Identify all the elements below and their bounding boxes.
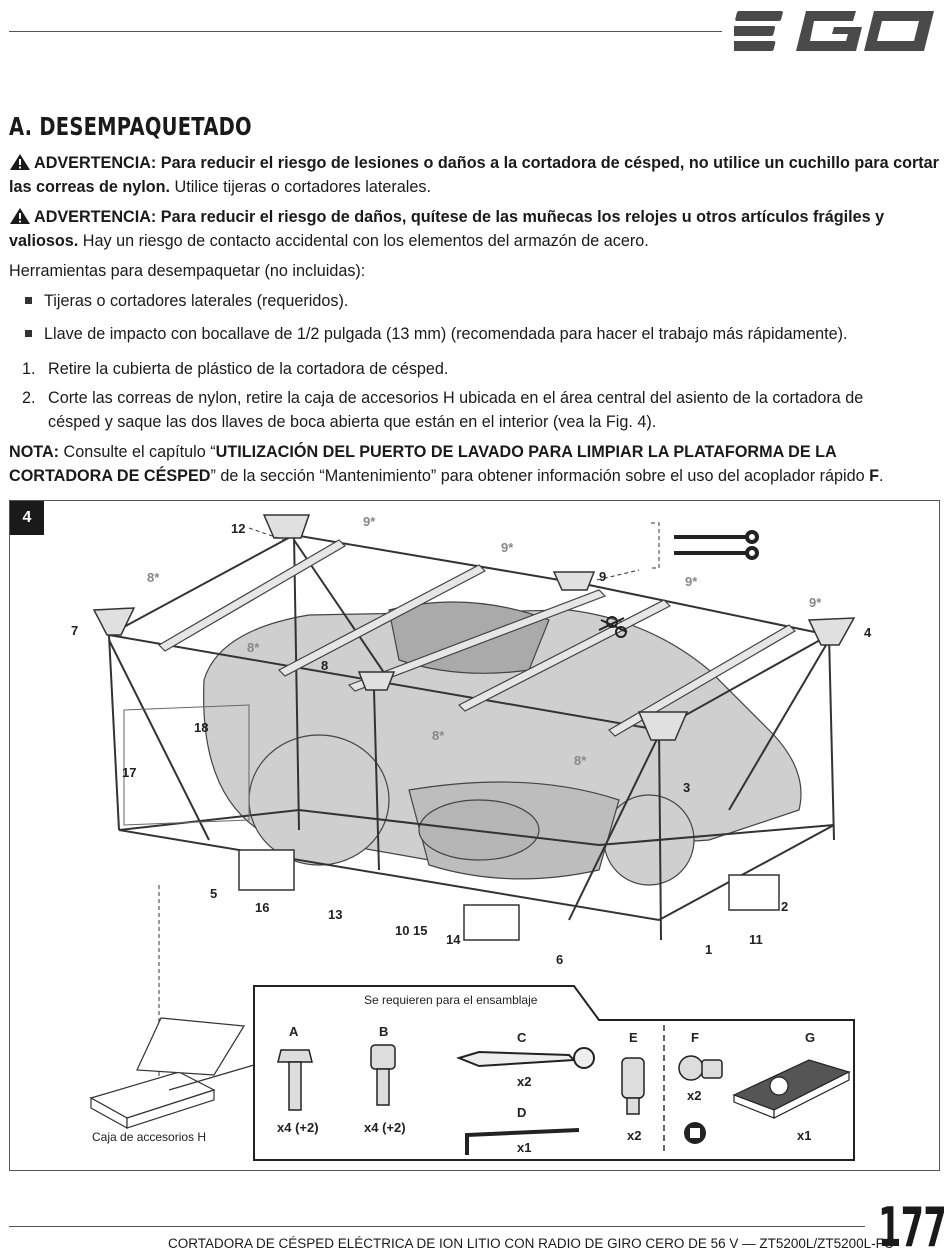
- warning-1-bold: Para reducir el riesgo de lesiones o dañ…: [9, 154, 939, 196]
- part-letter: C: [517, 1030, 527, 1045]
- figure-4-box: [9, 500, 940, 1171]
- part-letter: D: [517, 1105, 526, 1120]
- callout-label: 16: [255, 900, 269, 915]
- accessory-box-label: Caja de accesorios H: [92, 1130, 206, 1144]
- part-letter: E: [629, 1030, 638, 1045]
- part-letter: G: [805, 1030, 815, 1045]
- part-qty: x4 (+2): [277, 1120, 319, 1135]
- step-2: 2.Corte las correas de nylon, retire la …: [22, 389, 864, 431]
- book-icon: [684, 1122, 706, 1144]
- part-qty: x4 (+2): [364, 1120, 406, 1135]
- warning-2: ADVERTENCIA: Para reducir el riesgo de d…: [9, 205, 944, 253]
- warning-1: ADVERTENCIA: Para reducir el riesgo de l…: [9, 151, 944, 199]
- warning-2-text: Hay un riesgo de contacto accidental con…: [78, 232, 649, 250]
- callout-label: 6: [556, 952, 563, 967]
- warning-1-text: Utilice tijeras o cortadores laterales.: [170, 178, 431, 196]
- footer-text: CORTADORA DE CÉSPED ELÉCTRICA DE ION LIT…: [168, 1236, 894, 1251]
- callout-label: 17: [122, 765, 136, 780]
- callout-label: 15: [413, 923, 427, 938]
- callout-label: 12: [231, 521, 245, 536]
- parts-panel: Se requieren para el ensamblaje Caja de …: [89, 985, 855, 1161]
- ego-logo: [734, 11, 934, 51]
- callout-label: 4: [864, 625, 872, 640]
- part-qty: x2: [687, 1088, 701, 1103]
- callout-label: 13: [328, 907, 342, 922]
- callout-label: 8*: [247, 640, 260, 655]
- callout-label: 9*: [501, 540, 514, 555]
- part-qty: x1: [517, 1140, 531, 1155]
- scissors-icon: [598, 616, 628, 638]
- tool-item: Tijeras o cortadores laterales (requerid…: [25, 289, 348, 313]
- callout-label: 3: [683, 780, 690, 795]
- tools-intro: Herramientas para desempaquetar (no incl…: [9, 262, 366, 280]
- callout-label: 8*: [574, 753, 587, 768]
- crate-illustration: 12 9* 9* 9 9* 9* 8* 7 4 8* 8 18 8* 8* 17…: [71, 514, 872, 1100]
- part-qty: x2: [517, 1074, 531, 1089]
- part-letter: F: [691, 1030, 699, 1045]
- callout-label: 11: [749, 932, 763, 947]
- callout-label: 9: [599, 569, 606, 584]
- tool-item: Llave de impacto con bocallave de 1/2 pu…: [25, 322, 848, 346]
- callout-label: 2: [781, 899, 788, 914]
- warning-icon: [10, 154, 30, 170]
- section-title: A. DESEMPAQUETADO: [9, 112, 252, 141]
- step-1: 1.Retire la cubierta de plástico de la c…: [22, 360, 449, 378]
- callout-label: 1: [705, 942, 712, 957]
- figure-number: 4: [10, 501, 44, 535]
- part-qty: x2: [627, 1128, 641, 1143]
- callout-label: 10: [395, 923, 409, 938]
- warning-1-label: ADVERTENCIA:: [34, 154, 157, 172]
- callout-label: 18: [194, 720, 208, 735]
- warning-2-label: ADVERTENCIA:: [34, 208, 157, 226]
- callout-label: 8*: [147, 570, 160, 585]
- callout-label: 9*: [363, 514, 376, 529]
- callout-label: 14: [446, 932, 461, 947]
- part-qty: x1: [797, 1128, 811, 1143]
- callout-label: 5: [210, 886, 217, 901]
- header-rule: [9, 31, 722, 32]
- part-letter: A: [289, 1024, 299, 1039]
- callout-label: 9*: [809, 595, 822, 610]
- parts-title: Se requieren para el ensamblaje: [364, 993, 538, 1007]
- note-label: NOTA:: [9, 443, 60, 461]
- note: NOTA: Consulte el capítulo “UTILIZACIÓN …: [9, 443, 884, 485]
- warning-2-bold: Para reducir el riesgo de daños, quítese…: [9, 208, 885, 250]
- warning-icon: [10, 208, 30, 224]
- callout-label: 9*: [685, 574, 698, 589]
- part-letter: B: [379, 1024, 388, 1039]
- page-number: 177: [878, 1196, 947, 1259]
- callout-label: 8*: [432, 728, 445, 743]
- footer-rule: [9, 1226, 865, 1227]
- callout-label: 8: [321, 658, 328, 673]
- callout-label: 7: [71, 623, 78, 638]
